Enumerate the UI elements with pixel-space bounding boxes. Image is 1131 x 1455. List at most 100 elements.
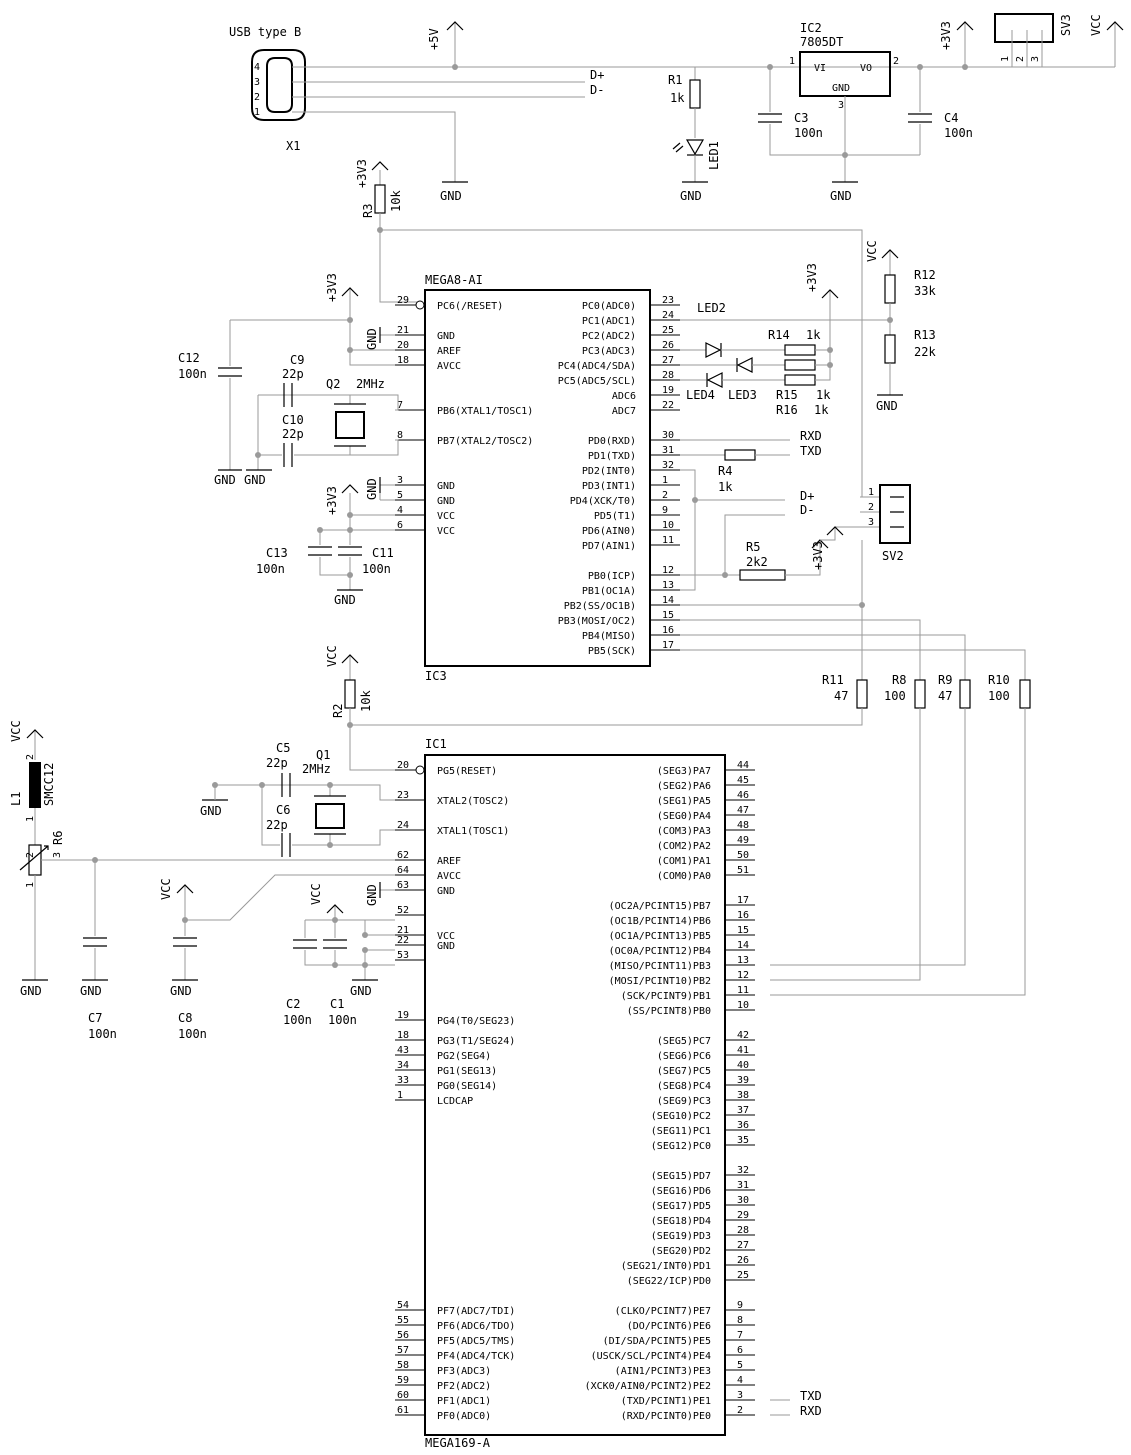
ic3-pin-number: 23 bbox=[662, 295, 674, 306]
ic3-right-wiring: LED2 VCC R12 33k R13 22k GND +3V3 R14 1k… bbox=[680, 240, 1026, 680]
ic1-pin-label: PF4(ADC4/TCK) bbox=[437, 1351, 515, 1362]
ic1-pin-38: 38(SEG9)PC3 bbox=[657, 1090, 755, 1107]
c3-value: 100n bbox=[794, 126, 823, 140]
ic1-pin-label: (MOSI/PCINT10)PB2 bbox=[609, 976, 711, 987]
header-sv3: 1 2 3 SV3 bbox=[994, 13, 1073, 67]
ic1-pin-11: 11(SCK/PCINT9)PB1 bbox=[621, 985, 755, 1002]
ic1-pin-number: 16 bbox=[737, 910, 749, 921]
ic3-ref: IC3 bbox=[425, 669, 447, 683]
ic1-pin-number: 4 bbox=[737, 1375, 743, 1386]
gnd-label-pin63: GND bbox=[365, 884, 379, 906]
ic1-left-wiring: GND C5 22p C6 22p Q1 2MHz GND C7 100n VC… bbox=[50, 741, 395, 1041]
ic1-pin-label: PF6(ADC6/TDO) bbox=[437, 1321, 515, 1332]
ic1-pin-10: 10(SS/PCINT8)PB0 bbox=[627, 1000, 755, 1017]
ic1-pin-15: 15(OC1A/PCINT13)PB5 bbox=[609, 925, 755, 942]
ic1-pin-26: 26(SEG21/INT0)PD1 bbox=[621, 1255, 755, 1272]
ic1-pin-label: (OC1A/PCINT13)PB5 bbox=[609, 931, 711, 942]
ic1-pin-label: (SS/PCINT8)PB0 bbox=[627, 1006, 711, 1017]
ic1-pin-46: 46(SEG1)PA5 bbox=[657, 790, 755, 807]
c9-ref: C9 bbox=[290, 353, 304, 367]
ic1-pin-number: 6 bbox=[737, 1345, 743, 1356]
ic1-pin-number: 17 bbox=[737, 895, 749, 906]
r5-ref: R5 bbox=[746, 540, 760, 554]
ic1-pin-44: 44(SEG3)PA7 bbox=[657, 760, 755, 777]
q1-ref: Q1 bbox=[316, 748, 330, 762]
ic3-pin-label: PB4(MISO) bbox=[582, 631, 636, 642]
ic1-pin-label: GND bbox=[437, 886, 455, 897]
ic3-pin-label: PD3(INT1) bbox=[582, 481, 636, 492]
led3-ref: LED3 bbox=[728, 388, 757, 402]
ic3-pin-label: PD4(XCK/T0) bbox=[570, 496, 636, 507]
ic1-pin-label: PG5(RESET) bbox=[437, 766, 497, 777]
ic1-pin-label: (SEG2)PA6 bbox=[657, 781, 711, 792]
gnd-label-usb: GND bbox=[440, 189, 462, 203]
r13-ref: R13 bbox=[914, 328, 936, 342]
ic1-pin-number: 30 bbox=[737, 1195, 749, 1206]
ic1-pin-number: 7 bbox=[737, 1330, 743, 1341]
ic3-pin-number: 20 bbox=[397, 340, 409, 351]
ic1-ref: IC1 bbox=[425, 737, 447, 751]
ic3-pin-number: 32 bbox=[662, 460, 674, 471]
usb-dplus-label: D+ bbox=[590, 68, 604, 82]
gnd-label-c10: GND bbox=[244, 473, 266, 487]
ic3-pin-number: 6 bbox=[397, 520, 403, 531]
r10-ref: R10 bbox=[988, 673, 1010, 687]
r6-pin2: 2 bbox=[25, 852, 36, 858]
r2-ref: R2 bbox=[331, 704, 345, 718]
c13-ref: C13 bbox=[266, 546, 288, 560]
ic3-pin-number: 10 bbox=[662, 520, 674, 531]
ic3-pin-label: GND bbox=[437, 481, 455, 492]
ic1-pin-number: 8 bbox=[737, 1315, 743, 1326]
ic3-pin-label: PC1(ADC1) bbox=[582, 316, 636, 327]
ic1-pin-number: 35 bbox=[737, 1135, 749, 1146]
ic3-pin-number: 30 bbox=[662, 430, 674, 441]
ic2-vi: VI bbox=[814, 63, 826, 74]
ic2-gnd: GND bbox=[832, 83, 850, 94]
net-txd-ic3: TXD bbox=[800, 444, 822, 458]
ic1-pin-51: 51(COM0)PA0 bbox=[657, 865, 755, 882]
ic3-pin-number: 21 bbox=[397, 325, 409, 336]
r12-ref: R12 bbox=[914, 268, 936, 282]
c7-ref: C7 bbox=[88, 1011, 102, 1025]
ic3-pin-number: 31 bbox=[662, 445, 674, 456]
r16-value: 1k bbox=[814, 403, 829, 417]
power-3v3-label-top: +3V3 bbox=[939, 21, 953, 50]
ic1-pin-label: (SEG5)PC7 bbox=[657, 1036, 711, 1047]
ic3-pin-label: PC0(ADC0) bbox=[582, 301, 636, 312]
ic1-pin-number: 32 bbox=[737, 1165, 749, 1176]
ic1-pin-27: 27(SEG20)PD2 bbox=[651, 1240, 755, 1257]
ic1-pin-number: 42 bbox=[737, 1030, 749, 1041]
power-5v-label: +5V bbox=[427, 28, 441, 50]
ic1-pin-50: 50(COM1)PA1 bbox=[657, 850, 755, 867]
net-dminus-ic3: D- bbox=[800, 503, 814, 517]
usb-dminus-label: D- bbox=[590, 83, 604, 97]
ic1-pin-35: 35(SEG12)PC0 bbox=[651, 1135, 755, 1152]
c1-value: 100n bbox=[328, 1013, 357, 1027]
r11-value: 47 bbox=[834, 689, 848, 703]
ic3-pin-number: 13 bbox=[662, 580, 674, 591]
ic1-pin-label: VCC bbox=[437, 931, 455, 942]
r9-value: 47 bbox=[938, 689, 952, 703]
gnd-label-r13: GND bbox=[876, 399, 898, 413]
ic1-pin-number: 46 bbox=[737, 790, 749, 801]
ic1-pin-28: 28(SEG19)PD3 bbox=[651, 1225, 755, 1242]
ic1-pin-12: 12(MOSI/PCINT10)PB2 bbox=[609, 970, 755, 987]
ic1-pin-number: 11 bbox=[737, 985, 749, 996]
ic1-name: MEGA169-A bbox=[425, 1436, 491, 1450]
ic1-pin-number: 61 bbox=[397, 1405, 409, 1416]
resistor-r2: VCC R2 10k bbox=[325, 645, 395, 771]
